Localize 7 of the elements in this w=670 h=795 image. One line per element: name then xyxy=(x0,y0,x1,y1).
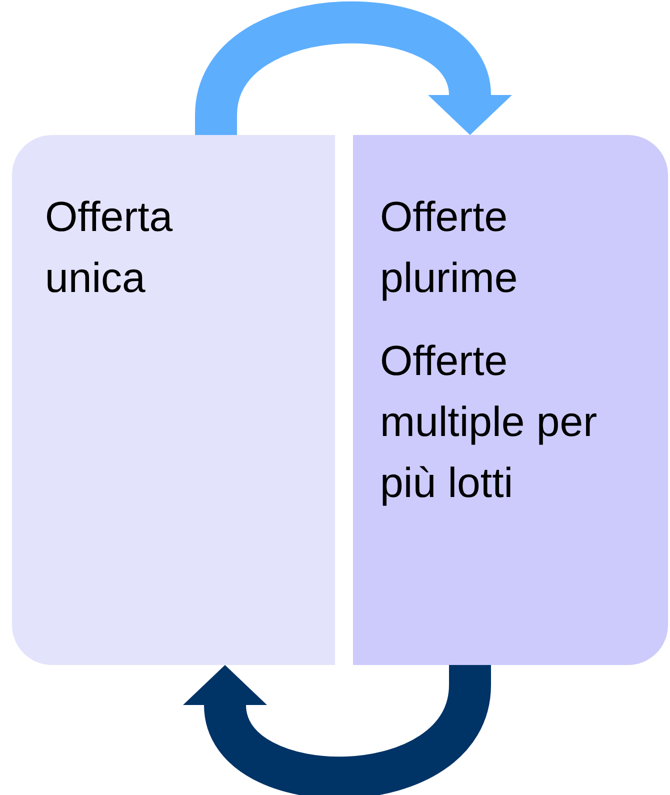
panel-text: Offerte multiple per più lotti xyxy=(380,336,598,508)
panel-text: Offerte plurime xyxy=(380,192,519,303)
panel-text: Offerta unica xyxy=(45,192,174,303)
panel xyxy=(353,135,668,665)
curved-arrow xyxy=(195,2,512,136)
curved-arrow xyxy=(184,664,491,795)
panel xyxy=(12,135,335,665)
